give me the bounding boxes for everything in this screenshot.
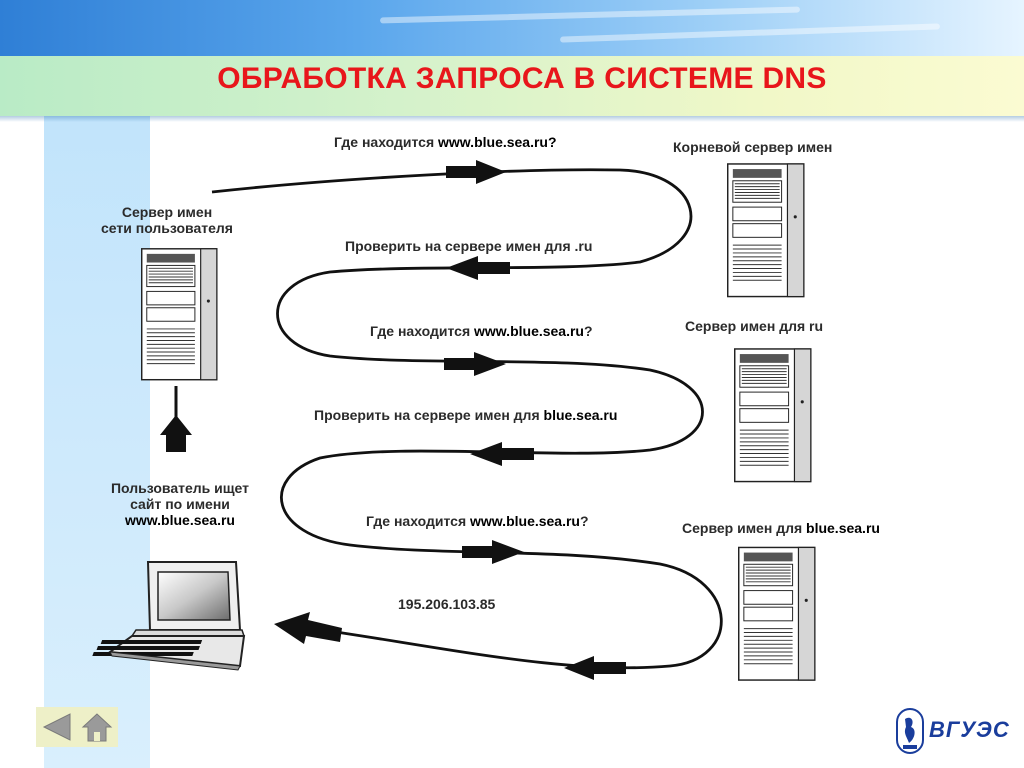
arrow-left-icon <box>470 442 534 466</box>
root-name-server-icon <box>727 163 805 298</box>
query-ru-label: Где находится www.blue.sea.ru? <box>370 323 593 339</box>
arrow-right-icon <box>462 540 524 564</box>
home-icon <box>81 713 113 742</box>
query-host: www.blue.sea.ru <box>470 513 580 529</box>
ru-server-label: Сервер имен для ru <box>685 318 824 334</box>
query-prefix: Где находится <box>370 323 475 339</box>
arrow-right-icon <box>444 352 506 376</box>
local-server-label-line: сети пользователя <box>101 220 233 236</box>
referral-host: blue.sea.ru <box>543 407 618 423</box>
nav-panel <box>36 707 118 747</box>
user-label: Пользователь ищет сайт по имени www.blue… <box>90 480 270 528</box>
referral-bluesea-label: Проверить на сервере имен для blue.sea.r… <box>314 407 617 423</box>
query-prefix: Где находится <box>334 134 439 150</box>
bluesea-name-server-icon <box>738 546 816 681</box>
top-decor-band <box>0 0 1024 56</box>
arrow-left-icon <box>446 256 510 280</box>
query-prefix: Где находится <box>366 513 471 529</box>
query-root-label: Где находится www.blue.sea.ru? <box>334 134 557 150</box>
arrow-left-icon <box>564 656 626 680</box>
bluesea-server-label: Сервер имен для blue.sea.ru <box>682 520 880 536</box>
title-bar-shadow <box>0 116 1024 122</box>
university-logo: ВГУЭС <box>893 707 1011 755</box>
local-server-label: Сервер имен сети пользователя <box>82 204 252 236</box>
query-host: www.blue.sea.ru <box>474 323 584 339</box>
root-server-label: Корневой сервер имен <box>673 139 833 155</box>
query-host: www.blue.sea.ru? <box>438 134 557 150</box>
ru-name-server-icon <box>734 348 812 483</box>
arrow-right-icon <box>446 160 506 184</box>
up-arrow-icon <box>160 386 192 452</box>
slide-title: ОБРАБОТКА ЗАПРОСА В СИСТЕМЕ DNS <box>217 62 827 95</box>
answer-ip-label: 195.206.103.85 <box>398 596 496 612</box>
user-label-line: Пользователь ищет <box>110 480 250 496</box>
dns-request-flow-path <box>211 168 723 670</box>
arrow-left-icon <box>274 612 342 644</box>
query-bluesea-label: Где находится www.blue.sea.ru? <box>366 513 589 529</box>
home-button[interactable] <box>80 711 114 743</box>
title-bar <box>0 56 1024 122</box>
server-label-prefix: Сервер имен для <box>682 520 807 536</box>
query-suffix: ? <box>584 323 593 339</box>
logo-text: ВГУЭС <box>929 717 1010 742</box>
back-arrow-icon <box>42 713 71 741</box>
flow-arrows <box>274 160 626 680</box>
local-name-server-icon <box>141 248 218 381</box>
query-suffix: ? <box>580 513 589 529</box>
local-server-label-line: Сервер имен <box>121 204 213 220</box>
referral-prefix: Проверить на сервере имен для <box>314 407 544 423</box>
back-button[interactable] <box>40 711 74 743</box>
referral-ru-label: Проверить на сервере имен для .ru <box>345 238 593 254</box>
user-label-line: сайт по имени <box>130 496 230 512</box>
server-label-host: blue.sea.ru <box>806 520 880 536</box>
university-emblem-icon <box>896 708 924 754</box>
user-label-line: www.blue.sea.ru <box>125 512 235 528</box>
laptop-icon <box>92 561 246 671</box>
